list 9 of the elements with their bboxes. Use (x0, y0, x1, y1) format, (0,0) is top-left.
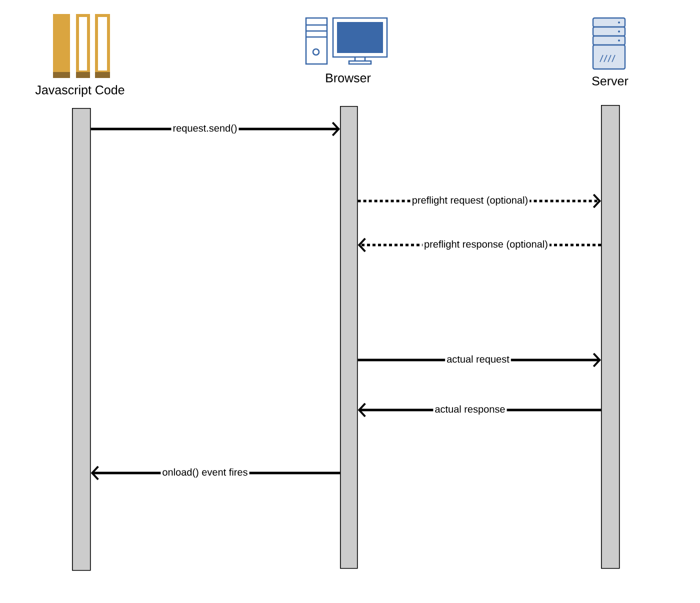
participant-label: Javascript Code (35, 85, 124, 97)
edge-label: actual request (445, 354, 511, 366)
edge-label: onload() event fires (160, 466, 250, 480)
edge-label: actual response (433, 404, 507, 416)
edge-label: request.send() (171, 122, 239, 136)
participant-label: Browser (326, 74, 371, 82)
edge-label: preflight response (optional) (422, 238, 550, 252)
edge-label: preflight request (optional) (410, 194, 530, 208)
participant-label: Server (592, 76, 628, 86)
